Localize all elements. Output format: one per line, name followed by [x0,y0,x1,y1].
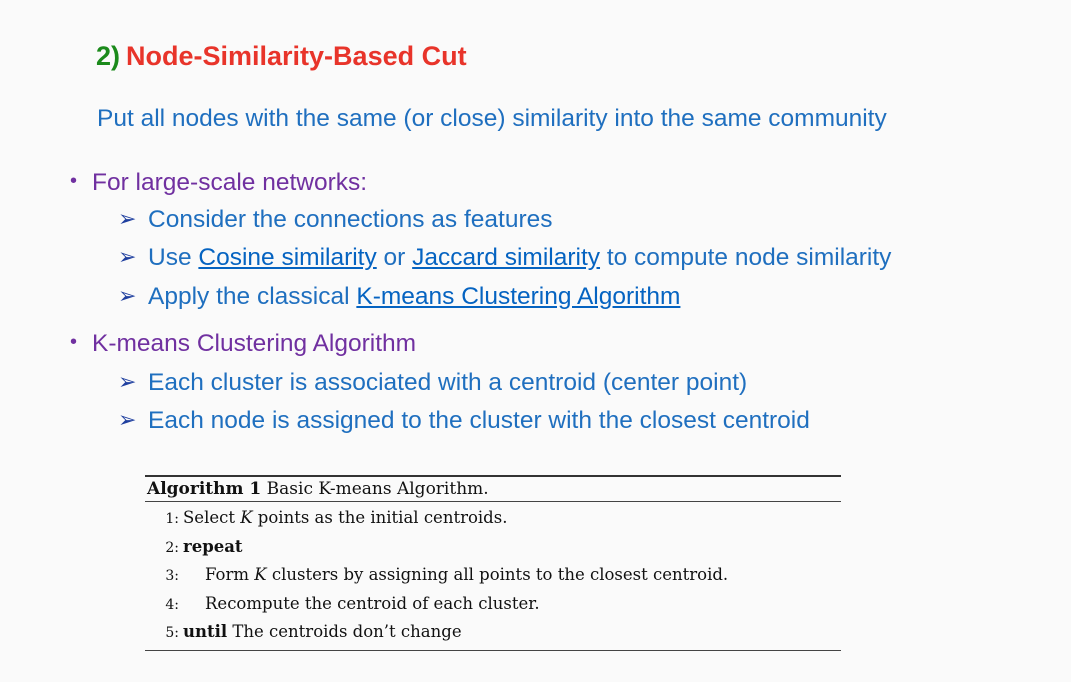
algorithm-caption: Algorithm 1 Basic K-means Algorithm. [145,477,841,501]
algorithm-line: 2:repeat [145,533,841,562]
sub-item-text: to compute node similarity [600,244,892,271]
line-var: K [254,565,267,584]
line-number: 5: [165,625,179,641]
algorithm-line: 1:Select K points as the initial centroi… [145,504,841,533]
line-text: Form [205,565,255,584]
arrow-bullet-icon: ➢ [118,206,137,231]
bottom-rule [145,649,841,651]
line-text: points as the initial centroids. [252,508,508,527]
arrow-bullet-icon: ➢ [118,244,137,269]
line-text: clusters by assigning all points to the … [266,565,729,584]
algorithm-line: 4: Recompute the centroid of each cluster… [145,590,841,619]
jaccard-similarity-link[interactable]: Jaccard similarity [412,244,601,271]
intro-text: Put all nodes with the same (or close) s… [97,105,887,132]
line-keyword: repeat [183,536,243,556]
bullet-label: For large-scale networks: [92,169,368,196]
line-number: 2: [165,539,179,556]
bullet-dot-icon: • [70,170,78,192]
sub-item-text: Each cluster is associated with a centro… [148,369,748,396]
algorithm-caption-text: Basic K-means Algorithm. [266,479,489,499]
bullet-label: K-means Clustering Algorithm [92,330,417,357]
line-keyword: until [183,622,228,641]
cosine-similarity-link[interactable]: Cosine similarity [198,244,377,271]
line-number: 4: [165,596,179,613]
mid-rule [145,501,841,502]
sub-item-similarity: ➢ Use Cosine similarity or Jaccard simil… [118,244,892,271]
algorithm-line: 5:until The centroids don’t change [145,618,841,647]
sub-item-assign: ➢ Each node is assigned to the cluster w… [118,407,810,434]
title-number: 2) [96,41,121,71]
line-number: 1: [165,511,179,527]
title-text: Node-Similarity-Based Cut [126,41,467,71]
bullet-large-scale: • For large-scale networks: [70,169,368,196]
sub-item-text: Each node is assigned to the cluster wit… [148,407,810,434]
sub-item-text: or [376,244,413,271]
top-rule [145,475,841,477]
slide-title: 2)Node-Similarity-Based Cut [96,43,467,70]
bullet-kmeans: • K-means Clustering Algorithm [70,330,417,357]
line-var: K [240,508,253,527]
algorithm-box: Algorithm 1 Basic K-means Algorithm. 1:S… [145,475,841,651]
algorithm-line: 3: Form K clusters by assigning all point… [145,561,841,590]
sub-item-features: ➢ Consider the connections as features [118,206,553,233]
sub-item-text: Consider the connections as features [148,206,553,233]
arrow-bullet-icon: ➢ [118,283,137,308]
line-text: Select [183,508,241,527]
bullet-dot-icon: • [70,331,78,353]
sub-item-kmeans: ➢ Apply the classical K-means Clustering… [118,283,681,310]
kmeans-link[interactable]: K-means Clustering Algorithm [356,283,681,310]
arrow-bullet-icon: ➢ [118,407,137,432]
sub-item-centroid: ➢ Each cluster is associated with a cent… [118,369,748,396]
sub-item-text: Use [148,244,199,271]
arrow-bullet-icon: ➢ [118,369,137,394]
sub-item-text: Apply the classical [148,283,357,310]
algorithm-label: Algorithm 1 [147,479,262,499]
line-text: Recompute the centroid of each cluster. [205,593,540,613]
line-number: 3: [165,568,179,584]
line-text: The centroids don’t change [227,622,462,641]
